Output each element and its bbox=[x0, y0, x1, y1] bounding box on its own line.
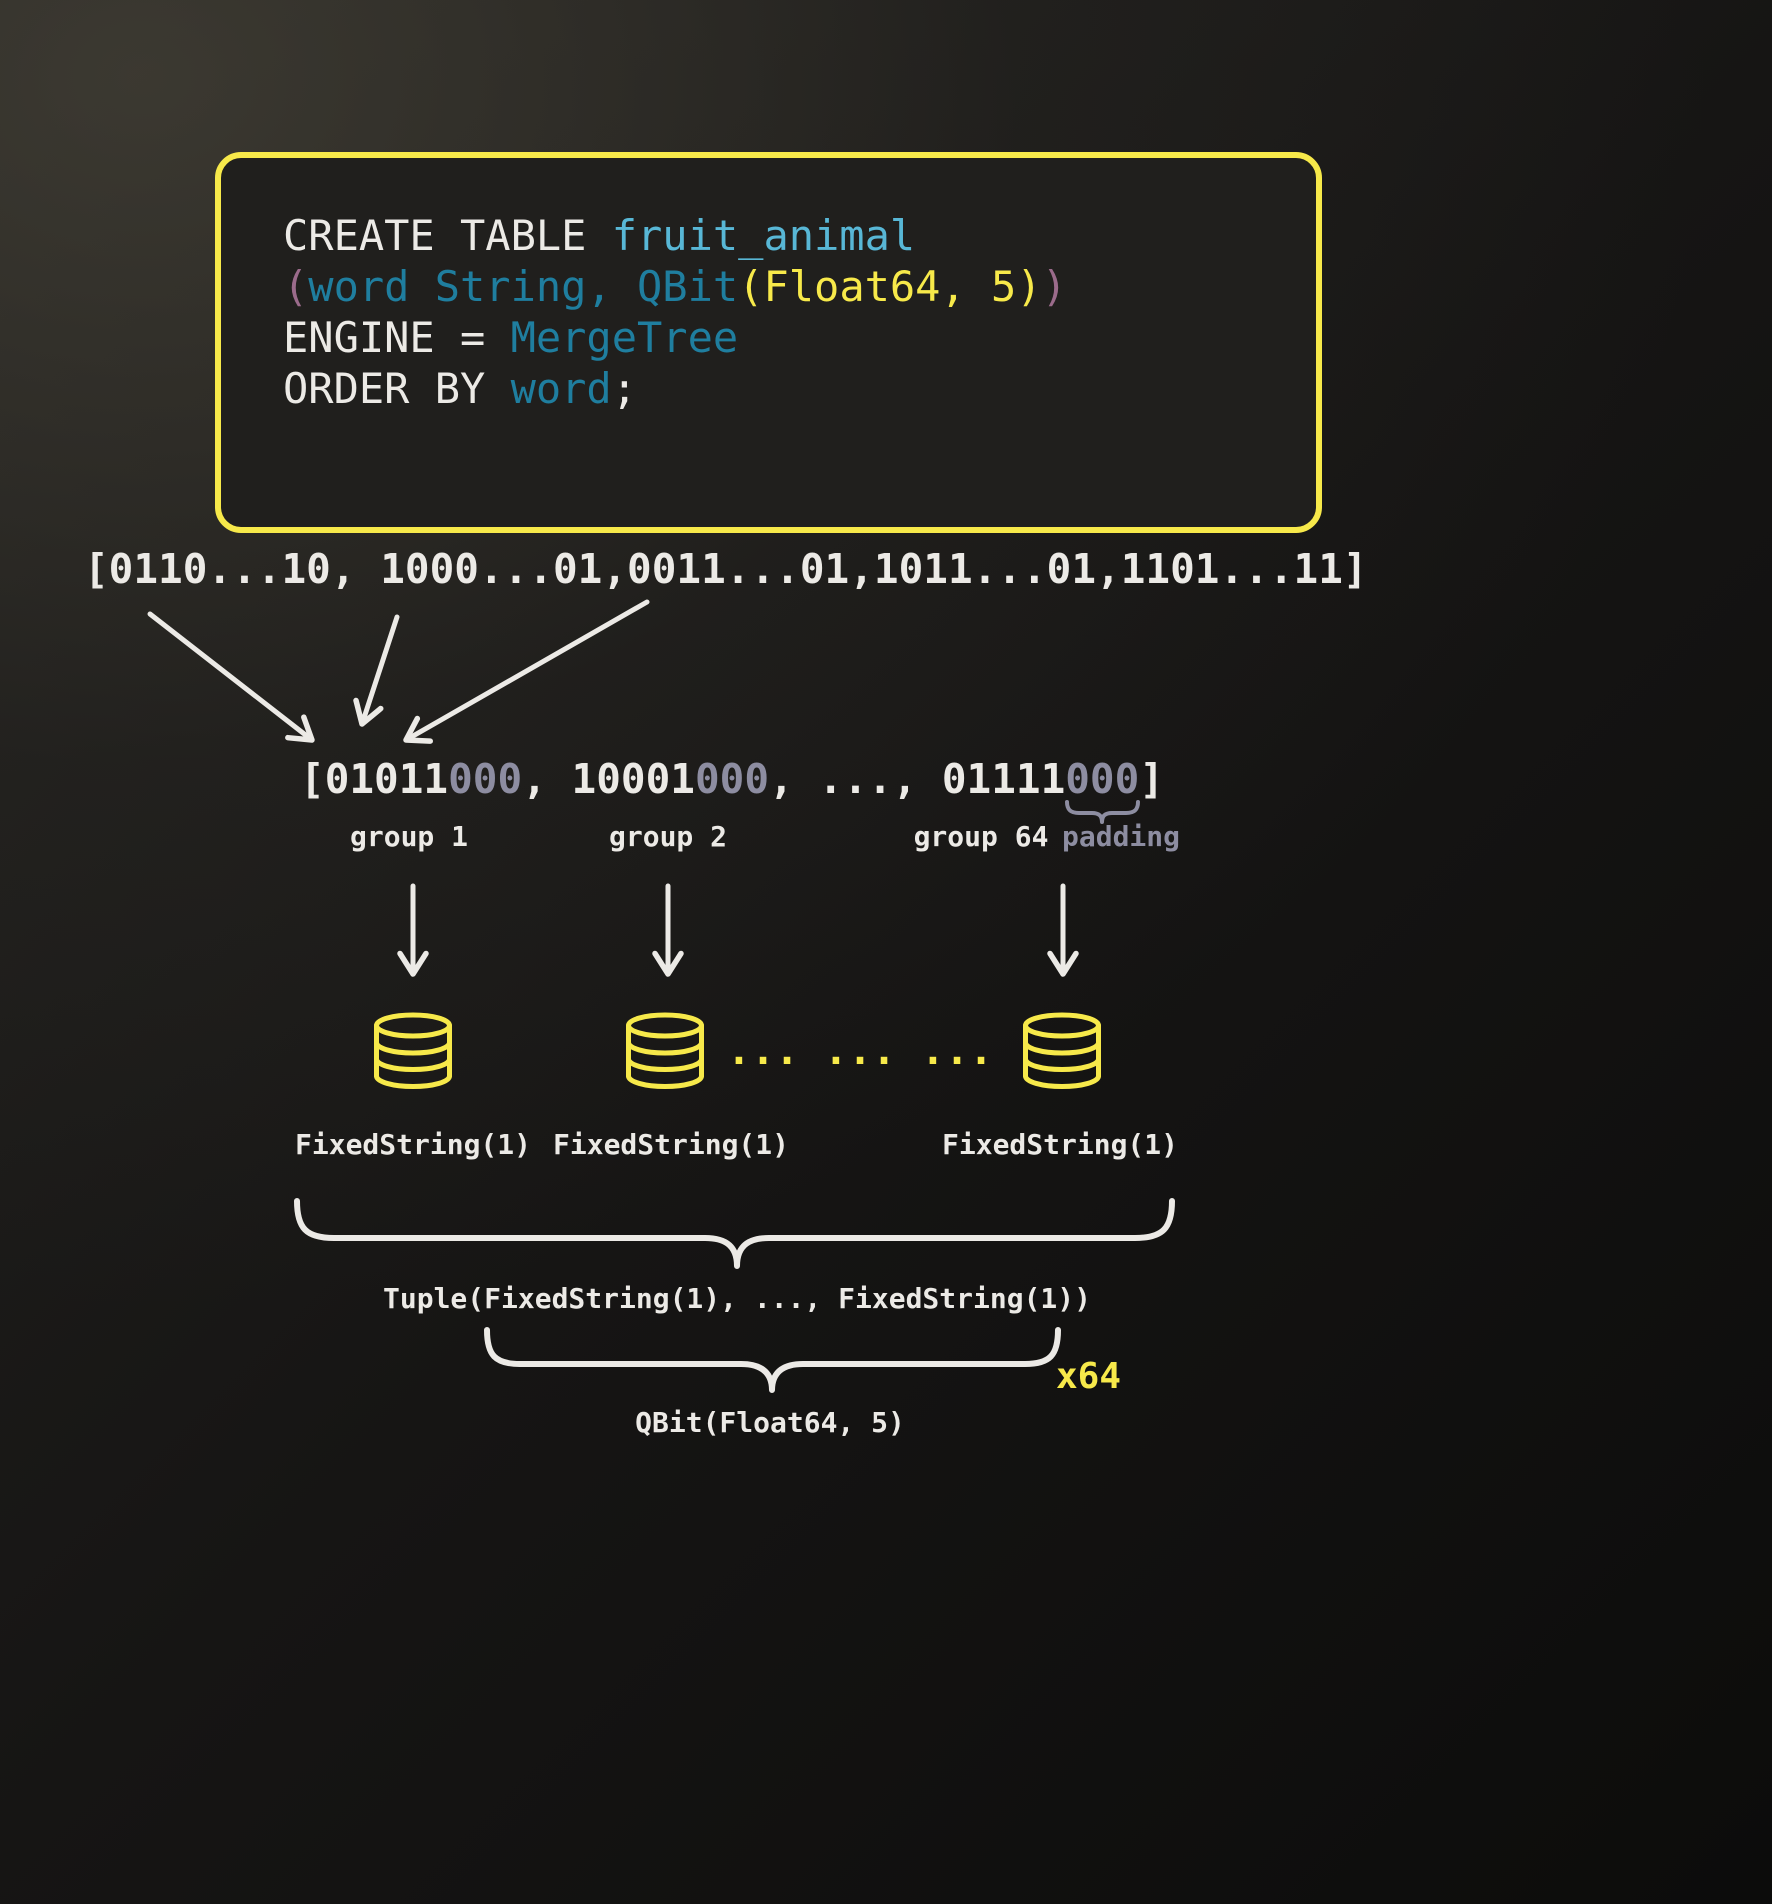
tuple-type-label: Tuple(FixedString(1), ..., FixedString(1… bbox=[382, 1282, 1092, 1315]
ellipsis-dots-3: ... bbox=[920, 1028, 994, 1074]
fixedstring-label-3: FixedString(1) bbox=[941, 1128, 1179, 1161]
grouped-array-row: [01011000, 10001000, ..., 01111000] bbox=[300, 755, 1164, 803]
table-name: fruit_animal bbox=[611, 211, 916, 260]
database-icon-2 bbox=[626, 1012, 704, 1089]
code-line-3: ENGINE = MergeTree bbox=[283, 312, 1316, 363]
ellipsis: ..., bbox=[818, 755, 942, 803]
arrow-split-1 bbox=[147, 611, 315, 743]
keyword-create-table: CREATE TABLE bbox=[283, 211, 612, 260]
tuple-brace bbox=[294, 1198, 1175, 1269]
paren-open: ( bbox=[283, 262, 309, 311]
bracket-close: ] bbox=[1139, 755, 1164, 803]
group2-padding-bits: 000 bbox=[694, 755, 770, 803]
group1-padding-bits: 000 bbox=[448, 755, 523, 803]
code-line-1: CREATE TABLE fruit_animal bbox=[283, 210, 1316, 261]
separator: , bbox=[769, 755, 819, 803]
group1-label: group 1 bbox=[349, 820, 469, 853]
bit-array-row: [0110...10, 1000...01,0011...01,1011...0… bbox=[84, 545, 1368, 593]
engine-name: MergeTree bbox=[510, 313, 739, 362]
paren-close: ) bbox=[1041, 262, 1067, 311]
x64-multiplier-label: x64 bbox=[1056, 1356, 1122, 1397]
column-definitions: word String, QBit bbox=[308, 262, 739, 311]
keyword-order-by: ORDER BY bbox=[283, 364, 511, 413]
order-column: word bbox=[510, 364, 612, 413]
group64-bits: 01111 bbox=[941, 755, 1066, 803]
ellipsis-dots-2: ... bbox=[823, 1028, 897, 1074]
qbit-type-label: QBit(Float64, 5) bbox=[635, 1406, 905, 1439]
semicolon: ; bbox=[611, 364, 638, 413]
database-icon-3 bbox=[1023, 1012, 1101, 1089]
ellipsis-dots-1: ... bbox=[726, 1028, 800, 1074]
padding-label: padding bbox=[1061, 820, 1181, 853]
qbit-brace bbox=[484, 1327, 1061, 1393]
separator: , bbox=[522, 755, 572, 803]
database-icon-1 bbox=[374, 1012, 452, 1089]
arrow-split-2 bbox=[353, 614, 400, 727]
padding-brace bbox=[1065, 800, 1140, 824]
group2-bits: 10001 bbox=[571, 755, 695, 803]
qbit-arguments: (Float64, 5) bbox=[738, 262, 1042, 311]
group64-label: group 64 bbox=[913, 820, 1049, 853]
arrow-split-3 bbox=[403, 599, 650, 744]
code-line-2: (word String, QBit(Float64, 5)) bbox=[283, 261, 1316, 312]
fixedstring-label-1: FixedString(1) bbox=[294, 1128, 532, 1161]
group1-bits: 01011 bbox=[324, 755, 449, 803]
code-line-4: ORDER BY word; bbox=[283, 363, 1316, 414]
bracket-open: [ bbox=[300, 755, 325, 803]
fixedstring-label-2: FixedString(1) bbox=[552, 1128, 790, 1161]
sql-code-box: CREATE TABLE fruit_animal (word String, … bbox=[215, 152, 1322, 533]
group2-label: group 2 bbox=[608, 820, 728, 853]
group64-padding-bits: 000 bbox=[1065, 755, 1140, 803]
keyword-engine: ENGINE = bbox=[283, 313, 511, 362]
